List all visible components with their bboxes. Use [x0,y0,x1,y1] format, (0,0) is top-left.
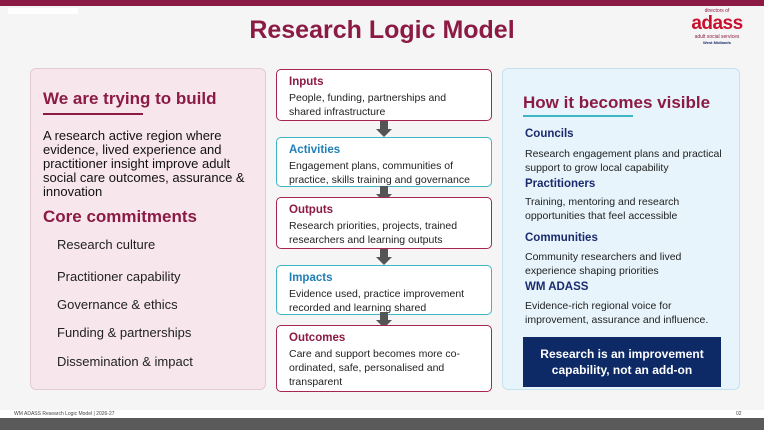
logo-name: adass [691,13,743,34]
core-commitments-heading: Core commitments [43,207,197,226]
outcomes-box: Outcomes Care and support becomes more c… [276,325,492,392]
inputs-title: Inputs [289,76,324,88]
inputs-box: Inputs People, funding, partnerships and… [276,69,492,121]
logo-top-text: directors of [704,8,730,14]
outcomes-title: Outcomes [289,332,346,344]
activities-body: Engagement plans, communities of practic… [289,160,470,186]
outputs-title: Outputs [289,204,334,216]
communities-body: Community researchers and lived experien… [525,251,682,277]
activities-title: Activities [289,144,341,156]
arrow-down-icon [376,312,392,328]
visible-heading: How it becomes visible [523,93,711,112]
logo-tagline: adult social services [694,34,740,40]
page-number: 02 [736,411,742,417]
commitment-item: Research culture [57,237,156,252]
arrow-down-icon [376,121,392,137]
bottom-bar [0,418,764,430]
footer-text: WM ADASS Research Logic Model | 2026-27 [14,411,115,417]
practitioners-heading: Practitioners [525,178,596,190]
practitioners-body: Training, mentoring and research opportu… [525,196,680,222]
councils-heading: Councils [525,128,574,140]
visible-heading-underline [523,115,633,117]
commitment-item: Dissemination & impact [57,354,193,369]
adass-logo: directors of adass adult social services… [676,8,758,54]
wm-adass-heading: WM ADASS [525,281,589,293]
inputs-body: People, funding, partnerships and shared… [289,92,447,118]
outputs-body: Research priorities, projects, trained r… [289,220,458,246]
top-left-mark [8,8,78,14]
callout-box: Research is an improvement capability, n… [523,337,721,387]
build-heading-underline [43,113,143,115]
build-body: A research active region where evidence,… [43,128,245,199]
build-heading: We are trying to build [43,89,217,108]
wm-adass-body: Evidence-rich regional voice for improve… [525,300,709,326]
commitment-item: Governance & ethics [57,297,178,312]
outputs-box: Outputs Research priorities, projects, t… [276,197,492,249]
footer-strip [0,410,764,418]
impacts-body: Evidence used, practice improvement reco… [289,288,465,314]
impacts-title: Impacts [289,272,333,284]
outcomes-body: Care and support becomes more co-ordinat… [289,348,460,388]
activities-box: Activities Engagement plans, communities… [276,137,492,187]
commitment-item: Practitioner capability [57,269,181,284]
arrow-down-icon [376,249,392,265]
communities-heading: Communities [525,232,598,244]
top-accent-bar [0,0,764,6]
logo-region: West Midlands [703,40,731,45]
councils-body: Research engagement plans and practical … [525,148,722,174]
slide-title: Research Logic Model [249,16,515,44]
build-panel: We are trying to build A research active… [30,68,266,390]
impacts-box: Impacts Evidence used, practice improvem… [276,265,492,315]
visible-panel: How it becomes visible Councils Research… [502,68,740,390]
commitment-item: Funding & partnerships [57,325,192,340]
